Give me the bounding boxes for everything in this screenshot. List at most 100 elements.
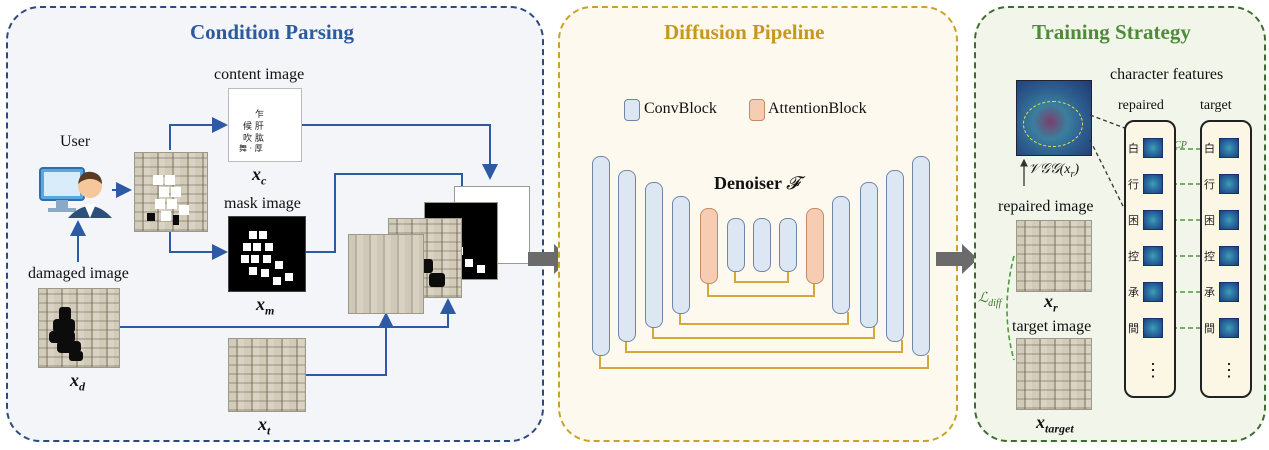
condition-connectors (70, 117, 498, 376)
repaired-feature-1 (1143, 174, 1163, 194)
x-t-symbol: x (258, 414, 267, 434)
user-icon (38, 160, 114, 220)
target-feature-1 (1219, 174, 1239, 194)
denoiser-symbol: 𝓕 (786, 173, 800, 193)
x-c-label: xc (252, 164, 266, 189)
repaired-char-0: 白 (1128, 142, 1139, 155)
vgg-sub: r (1070, 168, 1075, 180)
dec-convblock-4 (912, 156, 930, 356)
x-d-label: xd (70, 370, 85, 395)
target-feature-2 (1219, 210, 1239, 230)
repaired-char-2: 困 (1128, 214, 1139, 227)
x-c-sub: c (261, 173, 267, 188)
legend-convblock-swatch (624, 99, 640, 121)
target-image-label: target image (1012, 318, 1092, 335)
target-feature-3 (1219, 246, 1239, 266)
dec-convblock-3 (886, 170, 904, 342)
vgg-feature-map (1016, 80, 1092, 156)
target-char-0: 白 (1204, 142, 1215, 155)
content-image-label: content image (214, 66, 305, 83)
content-image: 乍 候 肝 吹 肱 舞 · 厚 (228, 88, 302, 162)
repaired-column-label: repaired (1118, 98, 1164, 113)
dec-attentionblock (806, 208, 824, 284)
x-d-sub: d (79, 379, 85, 394)
legend-convblock-label: ConvBlock (644, 100, 717, 117)
target-char-3: 控 (1204, 250, 1215, 263)
mask-image-label: mask image (224, 195, 301, 212)
repaired-char-1: 行 (1128, 178, 1139, 191)
target-char-5: 間 (1204, 322, 1215, 335)
denoiser-label: Denoiser 𝓕 (714, 173, 799, 194)
loss-diff-symbol: ℒ (978, 291, 989, 306)
target-char-4: 承 (1204, 286, 1215, 299)
loss-diff-sub: diff (988, 297, 1002, 309)
diffusion-pipeline-title: Diffusion Pipeline (664, 20, 825, 44)
x-c-symbol: x (252, 164, 261, 184)
repaired-feature-5 (1143, 318, 1163, 338)
target-column-label: target (1200, 98, 1232, 113)
arrow-to-training-icon (936, 244, 978, 274)
repaired-char-3: 控 (1128, 250, 1139, 263)
mask-to-stack-arrow (306, 173, 470, 253)
denoiser-text: Denoiser (714, 173, 782, 193)
x-t-sub: t (267, 423, 271, 438)
content-to-stack-arrow (300, 124, 498, 180)
dec-convblock-2 (860, 182, 878, 328)
enc-attentionblock (700, 208, 718, 284)
target-char-1: 行 (1204, 178, 1215, 191)
x-m-sub: m (265, 303, 275, 318)
x-d-symbol: x (70, 370, 79, 390)
repaired-char-4: 承 (1128, 286, 1139, 299)
target-image (1016, 338, 1092, 410)
repaired-image (1016, 220, 1092, 292)
vgg-close: ) (1074, 162, 1080, 177)
damaged-to-stack-arrow (120, 298, 456, 328)
repaired-ellipsis: ⋮ (1144, 360, 1162, 380)
to-content-arrow (169, 117, 228, 150)
mask-image (228, 216, 306, 292)
unet-skip-connections (599, 270, 929, 369)
vgg-label: 𝒱𝒢𝒢(xr) (1028, 162, 1079, 180)
condition-parsing-title: Condition Parsing (190, 20, 354, 44)
damaged-image (38, 288, 120, 368)
user-label: User (60, 133, 91, 150)
x-r-sub: r (1053, 300, 1058, 315)
legend-attentionblock-label: AttentionBlock (768, 100, 867, 117)
x-r-symbol: x (1044, 291, 1053, 311)
mid-convblock-1 (727, 218, 745, 272)
loss-diff-label: ℒdiff (978, 290, 1001, 309)
x-m-label: xm (256, 294, 274, 319)
loss-cp-sub: CP (1174, 139, 1187, 151)
stack-noise-layer (348, 234, 424, 314)
repaired-feature-3 (1143, 246, 1163, 266)
enc-convblock-2 (618, 170, 636, 342)
repaired-char-5: 間 (1128, 322, 1139, 335)
x-m-symbol: x (256, 294, 265, 314)
enc-convblock-4 (672, 196, 690, 314)
target-char-2: 困 (1204, 214, 1215, 227)
feature-highlight-ellipse (1023, 101, 1083, 147)
to-mask-arrow (169, 230, 228, 260)
target-feature-5 (1219, 318, 1239, 338)
dec-convblock-1 (832, 196, 850, 314)
mid-convblock-2 (753, 218, 771, 272)
repaired-feature-2 (1143, 210, 1163, 230)
repaired-feature-4 (1143, 282, 1163, 302)
target-noise-image (228, 338, 306, 412)
enc-convblock-3 (645, 182, 663, 328)
repaired-feature-0 (1143, 138, 1163, 158)
training-strategy-title: Training Strategy (1032, 20, 1191, 44)
vgg-text: 𝒱𝒢𝒢(x (1028, 162, 1071, 177)
mid-convblock-3 (779, 218, 797, 272)
character-features-label: character features (1110, 66, 1224, 83)
x-r-label: xr (1044, 291, 1058, 316)
x-t-label: xt (258, 414, 270, 439)
target-ellipsis: ⋮ (1220, 360, 1238, 380)
target-feature-0 (1219, 138, 1239, 158)
input-scan-image (134, 152, 208, 232)
x-target-symbol: x (1036, 412, 1045, 432)
enc-convblock-1 (592, 156, 610, 356)
repaired-image-label: repaired image (998, 198, 1094, 215)
x-target-sub: target (1045, 421, 1074, 436)
damaged-image-label: damaged image (28, 265, 129, 282)
